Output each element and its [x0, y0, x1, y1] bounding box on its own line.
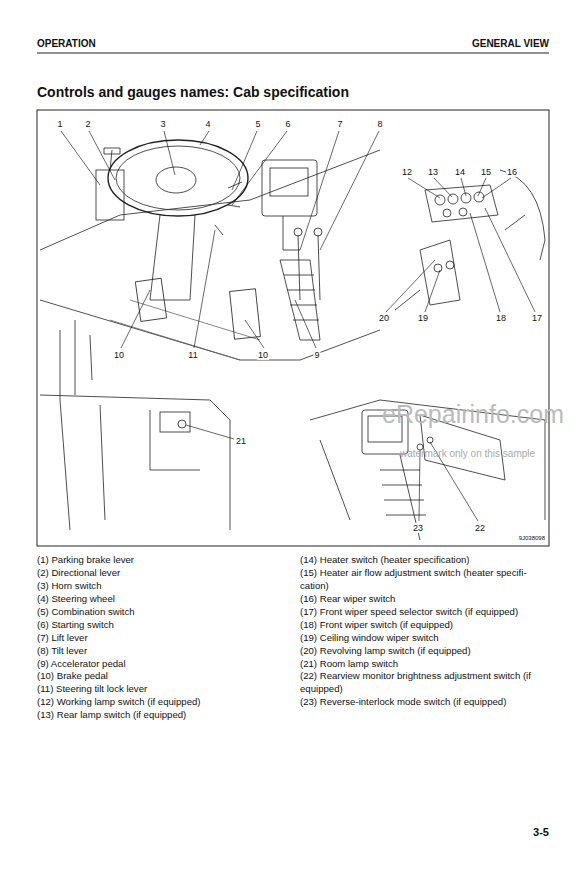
- callout-number: 3: [159, 119, 166, 129]
- callout-number: 7: [336, 119, 343, 129]
- part-name: (20) Revolving lamp switch (if equipped): [300, 645, 549, 658]
- watermark: eRepairinfo.com: [382, 400, 564, 429]
- callout-number: 2: [84, 119, 91, 129]
- callout-number: 21: [235, 436, 247, 446]
- callout-number: 11: [187, 350, 198, 360]
- part-name: (7) Lift lever: [37, 632, 292, 645]
- section-title: Controls and gauges names: Cab specifica…: [37, 84, 349, 100]
- callout-number: 12: [401, 167, 413, 177]
- part-name: (17) Front wiper speed selector switch (…: [300, 606, 549, 619]
- callout-number: 13: [427, 167, 439, 177]
- callout-number: 10: [113, 350, 125, 360]
- part-name: (8) Tilt lever: [37, 645, 292, 658]
- callout-number: 18: [495, 313, 507, 323]
- part-name: (16) Rear wiper switch: [300, 593, 549, 606]
- callout-number: 1: [56, 119, 63, 129]
- callout-number: 6: [284, 119, 291, 129]
- part-name: (21) Room lamp switch: [300, 658, 549, 671]
- header-right: GENERAL VIEW: [472, 38, 549, 50]
- part-name: (15) Heater air flow adjustment switch (…: [300, 567, 549, 593]
- callout-number: 14: [454, 167, 466, 177]
- part-name: (6) Starting switch: [37, 619, 292, 632]
- part-name: (11) Steering tilt lock lever: [37, 683, 292, 696]
- callout-number: 22: [474, 523, 486, 533]
- part-name: (22) Rearview monitor brightness adjustm…: [300, 670, 549, 696]
- part-name: (9) Accelerator pedal: [37, 658, 292, 671]
- callout-number: 17: [531, 313, 543, 323]
- callout-number: 5: [254, 119, 261, 129]
- callout-number: 8: [376, 119, 383, 129]
- part-name: (23) Reverse-interlock mode switch (if e…: [300, 696, 549, 709]
- part-name: (3) Horn switch: [37, 580, 292, 593]
- part-name: (12) Working lamp switch (if equipped): [37, 696, 292, 709]
- callout-number: 19: [417, 313, 429, 323]
- callout-number: 15: [480, 167, 492, 177]
- callout-number: 23: [412, 523, 424, 533]
- callout-number: 9: [313, 350, 320, 360]
- callout-number: 16: [506, 167, 518, 177]
- part-name: (5) Combination switch: [37, 606, 292, 619]
- page-number: 3-5: [533, 826, 549, 839]
- part-name: (4) Steering wheel: [37, 593, 292, 606]
- part-name: (1) Parking brake lever: [37, 554, 292, 567]
- part-name: (13) Rear lamp switch (if equipped): [37, 709, 292, 722]
- header-left: OPERATION: [37, 38, 96, 50]
- callout-number: 4: [204, 119, 211, 129]
- callout-number: 10: [257, 350, 269, 360]
- part-name: (14) Heater switch (heater specification…: [300, 554, 549, 567]
- part-name: (2) Directional lever: [37, 567, 292, 580]
- part-name: (19) Ceiling window wiper switch: [300, 632, 549, 645]
- callout-number: 20: [378, 313, 390, 323]
- figure-code: 9J038098: [519, 535, 545, 542]
- watermark-note: watermark only on this sample: [400, 448, 535, 460]
- part-name: (10) Brake pedal: [37, 670, 292, 683]
- part-name: (18) Front wiper switch (if equipped): [300, 619, 549, 632]
